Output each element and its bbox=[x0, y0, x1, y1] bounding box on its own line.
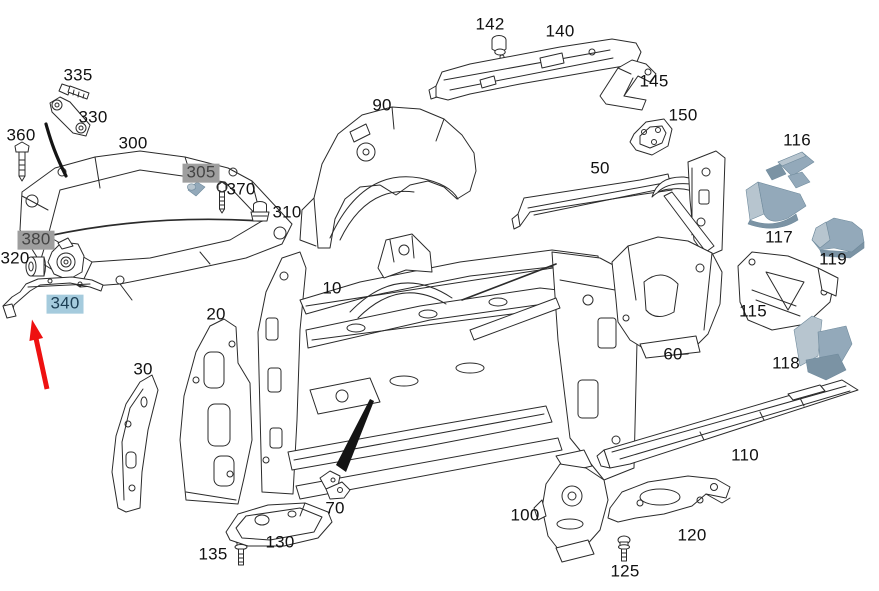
part-label-150[interactable]: 150 bbox=[668, 105, 698, 125]
part-label-20[interactable]: 20 bbox=[206, 304, 226, 324]
part-140-drawing bbox=[428, 38, 642, 101]
pointer-curve-330 bbox=[44, 122, 68, 178]
part-label-117[interactable]: 117 bbox=[765, 227, 793, 247]
part-370-drawing bbox=[216, 181, 228, 214]
part-118-drawing bbox=[793, 315, 853, 381]
part-117-drawing bbox=[745, 181, 807, 229]
part-label-10[interactable]: 10 bbox=[322, 278, 342, 298]
part-130-drawing bbox=[225, 502, 333, 547]
part-label-70[interactable]: 70 bbox=[325, 498, 345, 518]
part-115-drawing bbox=[737, 251, 839, 331]
red-arrow bbox=[29, 319, 50, 390]
part-label-50[interactable]: 50 bbox=[590, 158, 610, 178]
part-label-305[interactable]: 305 bbox=[182, 163, 220, 183]
part-310-drawing bbox=[250, 201, 270, 222]
part-label-310[interactable]: 310 bbox=[272, 202, 302, 222]
part-330-drawing bbox=[49, 96, 91, 137]
part-label-130[interactable]: 130 bbox=[265, 532, 295, 552]
part-320-drawing bbox=[25, 256, 46, 277]
part-label-100[interactable]: 100 bbox=[510, 505, 540, 525]
part-90-drawing bbox=[299, 106, 477, 249]
part-label-320[interactable]: 320 bbox=[0, 248, 30, 268]
part-label-30[interactable]: 30 bbox=[133, 359, 153, 379]
part-110-drawing bbox=[596, 379, 859, 469]
part-70-drawing bbox=[319, 470, 351, 500]
part-120-drawing bbox=[607, 475, 731, 523]
part-label-380[interactable]: 380 bbox=[17, 230, 55, 250]
part-label-120[interactable]: 120 bbox=[677, 525, 707, 545]
part-label-140[interactable]: 140 bbox=[545, 21, 575, 41]
part-label-145[interactable]: 145 bbox=[639, 71, 669, 91]
part-30-drawing bbox=[111, 374, 159, 513]
part-340-drawing bbox=[2, 276, 104, 319]
part-label-60[interactable]: 60 bbox=[663, 344, 683, 364]
part-20-drawing bbox=[179, 318, 253, 505]
part-145-drawing bbox=[599, 59, 657, 111]
part-label-115[interactable]: 115 bbox=[739, 301, 767, 321]
part-label-135[interactable]: 135 bbox=[198, 544, 228, 564]
part-335-drawing bbox=[58, 83, 90, 100]
part-119-drawing bbox=[811, 217, 865, 259]
part-label-110[interactable]: 110 bbox=[731, 445, 759, 465]
part-label-118[interactable]: 118 bbox=[772, 353, 800, 373]
part-label-340[interactable]: 340 bbox=[46, 294, 84, 314]
part-label-370[interactable]: 370 bbox=[226, 179, 256, 199]
part-label-330[interactable]: 330 bbox=[78, 107, 108, 127]
part-60-drawing bbox=[611, 236, 723, 359]
part-380-drawing bbox=[47, 237, 85, 281]
part-label-142[interactable]: 142 bbox=[475, 14, 505, 34]
part-label-125[interactable]: 125 bbox=[610, 561, 640, 581]
part-100-drawing bbox=[533, 449, 609, 563]
part-label-119[interactable]: 119 bbox=[819, 249, 847, 269]
part-142-drawing bbox=[491, 35, 507, 60]
pointer-wedge-70 bbox=[336, 399, 374, 472]
part-label-360[interactable]: 360 bbox=[6, 125, 36, 145]
part-50-drawing bbox=[511, 150, 726, 258]
part-360-drawing bbox=[14, 141, 30, 182]
part-125-drawing bbox=[617, 535, 631, 562]
part-305-drawing bbox=[187, 181, 206, 197]
part-label-300[interactable]: 300 bbox=[118, 133, 148, 153]
part-label-335[interactable]: 335 bbox=[63, 65, 93, 85]
part-label-90[interactable]: 90 bbox=[372, 95, 392, 115]
part-116-drawing bbox=[765, 151, 815, 189]
part-150-drawing bbox=[629, 118, 673, 156]
part-label-116[interactable]: 116 bbox=[783, 130, 811, 150]
